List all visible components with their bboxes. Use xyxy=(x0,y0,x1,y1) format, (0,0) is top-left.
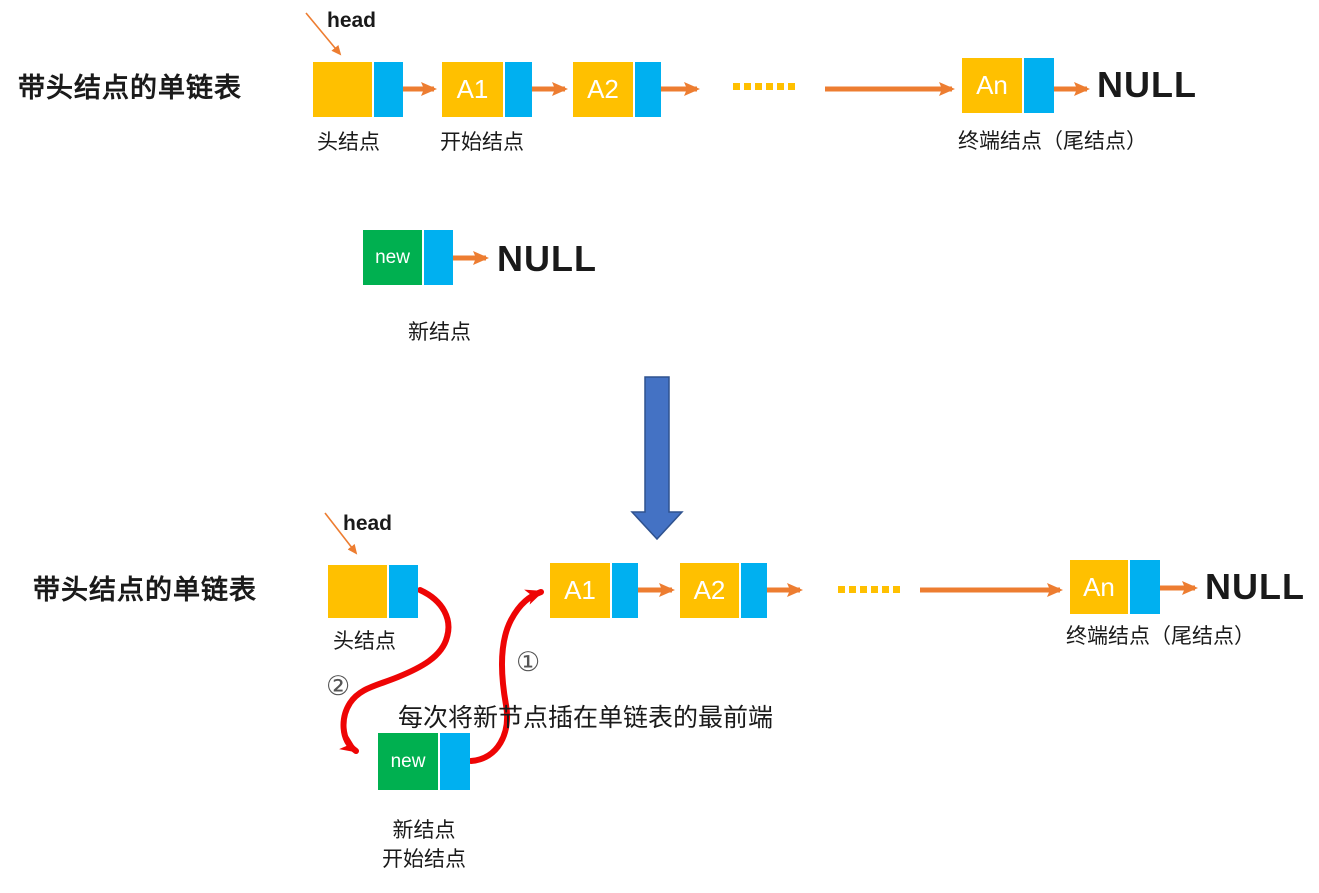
bottom-head-node-pointer-cell xyxy=(389,565,418,618)
bottom-node-a1: A1 xyxy=(550,563,638,618)
bottom-head-node-label: 头结点 xyxy=(333,630,396,653)
top-node-an-data-cell: An xyxy=(962,58,1022,113)
middle-new-node: new xyxy=(363,230,453,285)
bottom-tail-node-label: 终端结点（尾结点） xyxy=(1066,625,1255,648)
top-section-title: 带头结点的单链表 xyxy=(18,73,242,103)
top-node-an: An xyxy=(962,58,1054,113)
bottom-head-node-data-cell xyxy=(328,565,387,618)
top-head-node-data-cell xyxy=(313,62,372,117)
bottom-node-an-data-cell: An xyxy=(1070,560,1128,614)
middle-new-node-label: 新结点 xyxy=(408,321,471,344)
bottom-new-node-label-2: 开始结点 xyxy=(382,848,466,871)
bottom-new-node-data-cell: new xyxy=(378,733,438,790)
top-node-a2-pointer-cell xyxy=(635,62,661,117)
bottom-node-an: An xyxy=(1070,560,1160,614)
middle-new-node-data-cell: new xyxy=(363,230,422,285)
top-node-an-pointer-cell xyxy=(1024,58,1054,113)
top-tail-node-label: 终端结点（尾结点） xyxy=(958,130,1147,153)
bottom-null-text: NULL xyxy=(1205,566,1305,607)
down-arrow xyxy=(630,376,684,541)
top-head-node-label: 头结点 xyxy=(317,131,380,154)
bottom-node-a2-data-cell: A2 xyxy=(680,563,739,618)
bottom-chain-ellipsis xyxy=(838,586,900,593)
top-head-node-pointer-cell xyxy=(374,62,403,117)
top-chain-ellipsis xyxy=(733,83,795,90)
top-node-a2: A2 xyxy=(573,62,661,117)
top-head-node xyxy=(313,62,403,117)
bottom-head-pointer-label: head xyxy=(343,512,393,535)
bottom-node-a2-pointer-cell xyxy=(741,563,767,618)
bottom-node-a1-data-cell: A1 xyxy=(550,563,610,618)
top-head-pointer-label: head xyxy=(327,9,377,32)
middle-new-node-pointer-cell xyxy=(424,230,453,285)
bottom-section-title: 带头结点的单链表 xyxy=(33,575,257,605)
bottom-node-an-pointer-cell xyxy=(1130,560,1160,614)
bottom-node-a1-pointer-cell xyxy=(612,563,638,618)
top-node-a1: A1 xyxy=(442,62,532,117)
step2-badge: ② xyxy=(326,671,351,701)
middle-null-text: NULL xyxy=(497,238,597,279)
bottom-head-node xyxy=(328,565,418,618)
top-node-a2-data-cell: A2 xyxy=(573,62,633,117)
bottom-new-node-label-1: 新结点 xyxy=(392,819,456,842)
top-null-text: NULL xyxy=(1097,64,1197,105)
bottom-node-a2: A2 xyxy=(680,563,767,618)
top-node-a1-data-cell: A1 xyxy=(442,62,503,117)
bottom-new-node: new xyxy=(378,733,470,790)
bottom-new-node-pointer-cell xyxy=(440,733,470,790)
top-first-node-label: 开始结点 xyxy=(440,131,524,154)
step1-badge: ① xyxy=(516,647,541,677)
insertion-annotation: 每次将新节点插在单链表的最前端 xyxy=(398,704,774,732)
top-node-a1-pointer-cell xyxy=(505,62,532,117)
